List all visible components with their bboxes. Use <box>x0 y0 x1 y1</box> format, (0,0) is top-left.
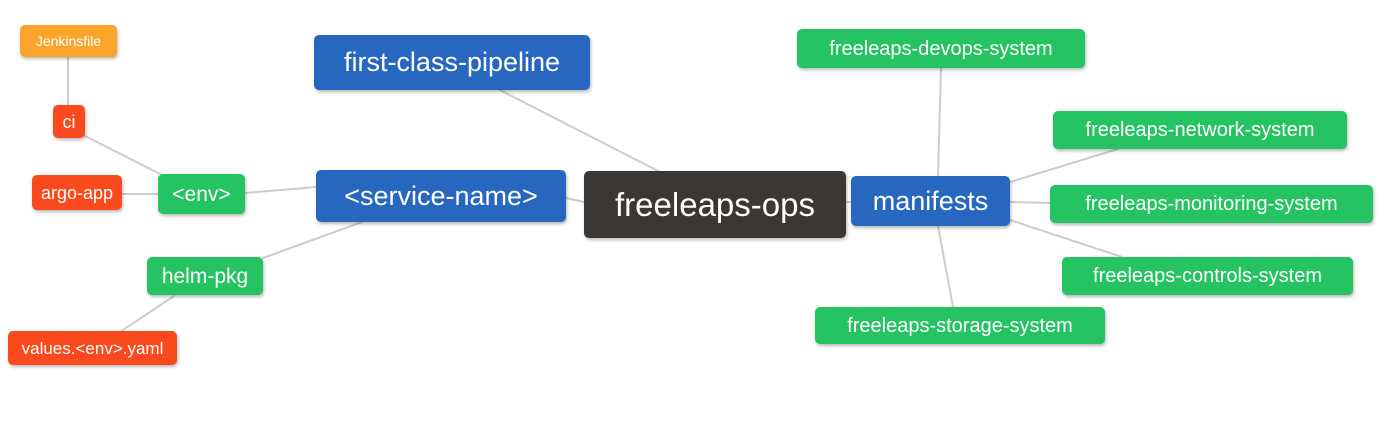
edge-ci-env <box>84 135 163 176</box>
node-ci[interactable]: ci <box>53 105 85 138</box>
edge-pipeline-root <box>499 89 661 173</box>
node-manifests[interactable]: manifests <box>851 176 1010 226</box>
edge-env-service-name <box>244 186 317 194</box>
edge-manifests-network <box>1009 148 1119 183</box>
node-argo-app[interactable]: argo-app <box>32 175 122 210</box>
node-env[interactable]: <env> <box>158 174 245 214</box>
node-first-class-pipeline[interactable]: first-class-pipeline <box>314 35 590 90</box>
node-freeleaps-network-system[interactable]: freeleaps-network-system <box>1053 111 1347 149</box>
edge-manifests-devops <box>937 67 942 177</box>
edge-manifests-storage <box>937 225 954 308</box>
edge-values-helm-pkg <box>119 295 175 333</box>
node-freeleaps-storage-system[interactable]: freeleaps-storage-system <box>815 307 1105 344</box>
node-freeleaps-devops-system[interactable]: freeleaps-devops-system <box>797 29 1085 68</box>
edge-manifests-monitoring <box>1009 201 1051 204</box>
node-freeleaps-controls-system[interactable]: freeleaps-controls-system <box>1062 257 1353 295</box>
node-freeleaps-monitoring-system[interactable]: freeleaps-monitoring-system <box>1050 185 1373 223</box>
node-values-env-yaml[interactable]: values.<env>.yaml <box>8 331 177 365</box>
node-service-name[interactable]: <service-name> <box>316 170 566 222</box>
node-freeleaps-ops[interactable]: freeleaps-ops <box>584 171 846 238</box>
edge-manifests-controls <box>1009 219 1123 258</box>
edge-service-name-root <box>565 197 585 203</box>
node-helm-pkg[interactable]: helm-pkg <box>147 257 263 295</box>
edge-helm-pkg-service-name <box>262 221 363 259</box>
node-jenkinsfile[interactable]: Jenkinsfile <box>20 25 117 57</box>
